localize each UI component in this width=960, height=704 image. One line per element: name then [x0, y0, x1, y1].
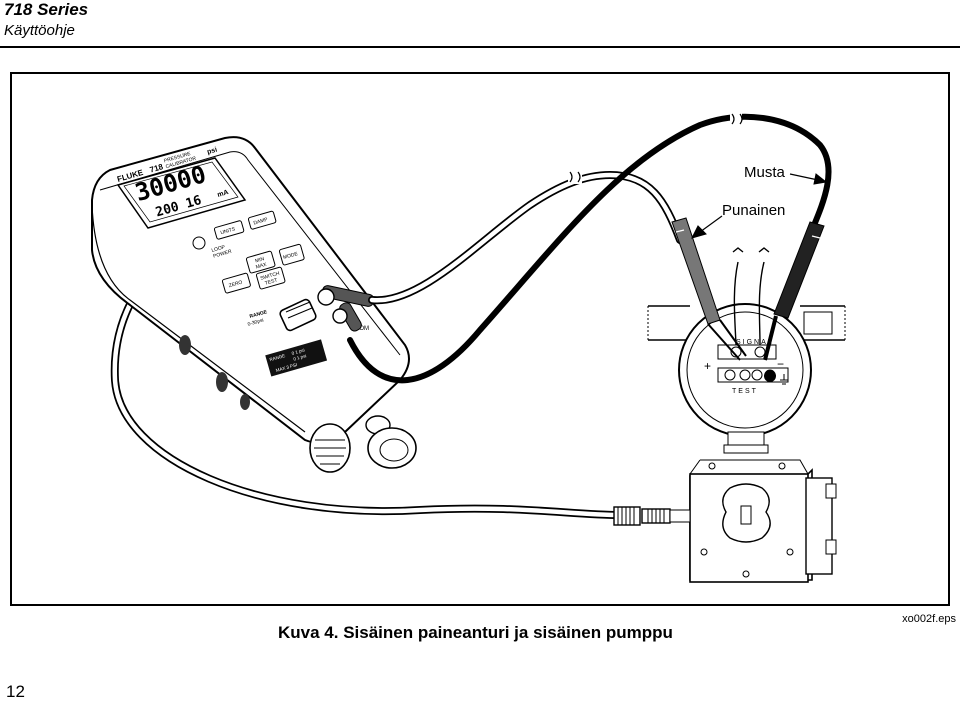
terminal-block: SIGNAL TEST + − — [704, 339, 789, 395]
loop-power-label: LOOP POWER — [211, 244, 233, 260]
svg-text:RANGE: RANGE — [249, 309, 269, 320]
svg-text:RANGE: RANGE — [269, 353, 286, 362]
svg-text:ZERO: ZERO — [228, 280, 243, 290]
range-label-plate: RANGE 0 1 psi 0 1 psi MAX 3 PSI — [265, 339, 328, 377]
min-max-button[interactable]: MIN MAX — [245, 250, 276, 274]
range-heading: RANGE 0-30psi — [247, 309, 269, 328]
svg-text:MIN: MIN — [255, 256, 266, 264]
fluke-718-calibrator — [91, 136, 410, 444]
svg-text:DAMP: DAMP — [253, 217, 269, 227]
damp-button[interactable]: DAMP — [247, 210, 277, 230]
svg-text:MAX: MAX — [255, 262, 268, 271]
vent-knob[interactable] — [309, 423, 351, 473]
pressure-sensor-body — [689, 459, 837, 583]
hose-fitting — [613, 506, 691, 526]
document-subtitle: Käyttöohje — [4, 22, 75, 39]
svg-text:MAX 3 PSI: MAX 3 PSI — [275, 362, 298, 373]
svg-text:SWITCH: SWITCH — [260, 271, 281, 282]
document-series-title: 718 Series — [4, 0, 89, 19]
com-jack-label: COM — [355, 326, 369, 332]
model-number: 718 — [149, 162, 165, 174]
minus-terminal-label: − — [777, 357, 784, 371]
mode-button[interactable]: MODE — [278, 243, 305, 266]
header-rule — [0, 46, 960, 48]
zero-button[interactable]: ZERO — [221, 272, 251, 294]
black-lead-label: Musta — [744, 164, 785, 181]
red-test-probe — [671, 217, 747, 361]
lcd-display — [116, 157, 247, 229]
display-unit-psi: psi — [206, 147, 218, 157]
plus-terminal-label: + — [704, 359, 711, 373]
pump-knob[interactable] — [365, 415, 417, 469]
callout-arrows — [691, 173, 828, 239]
loop-power-button[interactable] — [192, 236, 206, 250]
svg-text:0 1 psi: 0 1 psi — [291, 347, 305, 355]
figure-caption: Kuva 4. Sisäinen paineanturi ja sisäinen… — [278, 623, 673, 642]
pressure-port-fitting — [279, 298, 317, 332]
svg-text:0 1 psi: 0 1 psi — [293, 353, 307, 361]
signal-terminal-label: SIGNAL — [736, 339, 774, 346]
svg-text:POWER: POWER — [213, 249, 233, 260]
svg-text:MODE: MODE — [283, 251, 300, 261]
switch-test-button[interactable]: SWITCH TEST — [255, 266, 286, 290]
svg-text:TEST: TEST — [264, 277, 278, 286]
loop-wires — [732, 247, 770, 346]
red-lead-label: Punainen — [722, 202, 786, 219]
figure-file-reference: xo002f.eps — [902, 613, 956, 625]
display-unit-ma: mA — [217, 189, 230, 199]
svg-text:LOOP: LOOP — [211, 244, 227, 254]
svg-text:UNITS: UNITS — [220, 226, 237, 236]
black-test-probe — [763, 221, 825, 382]
svg-text:0-30psi: 0-30psi — [247, 317, 264, 327]
page-number: 12 — [6, 682, 25, 701]
test-terminal-label: TEST — [732, 388, 758, 395]
figure-frame — [10, 72, 950, 606]
units-button[interactable]: UNITS — [213, 220, 245, 240]
test-lead-plugs — [317, 285, 375, 332]
